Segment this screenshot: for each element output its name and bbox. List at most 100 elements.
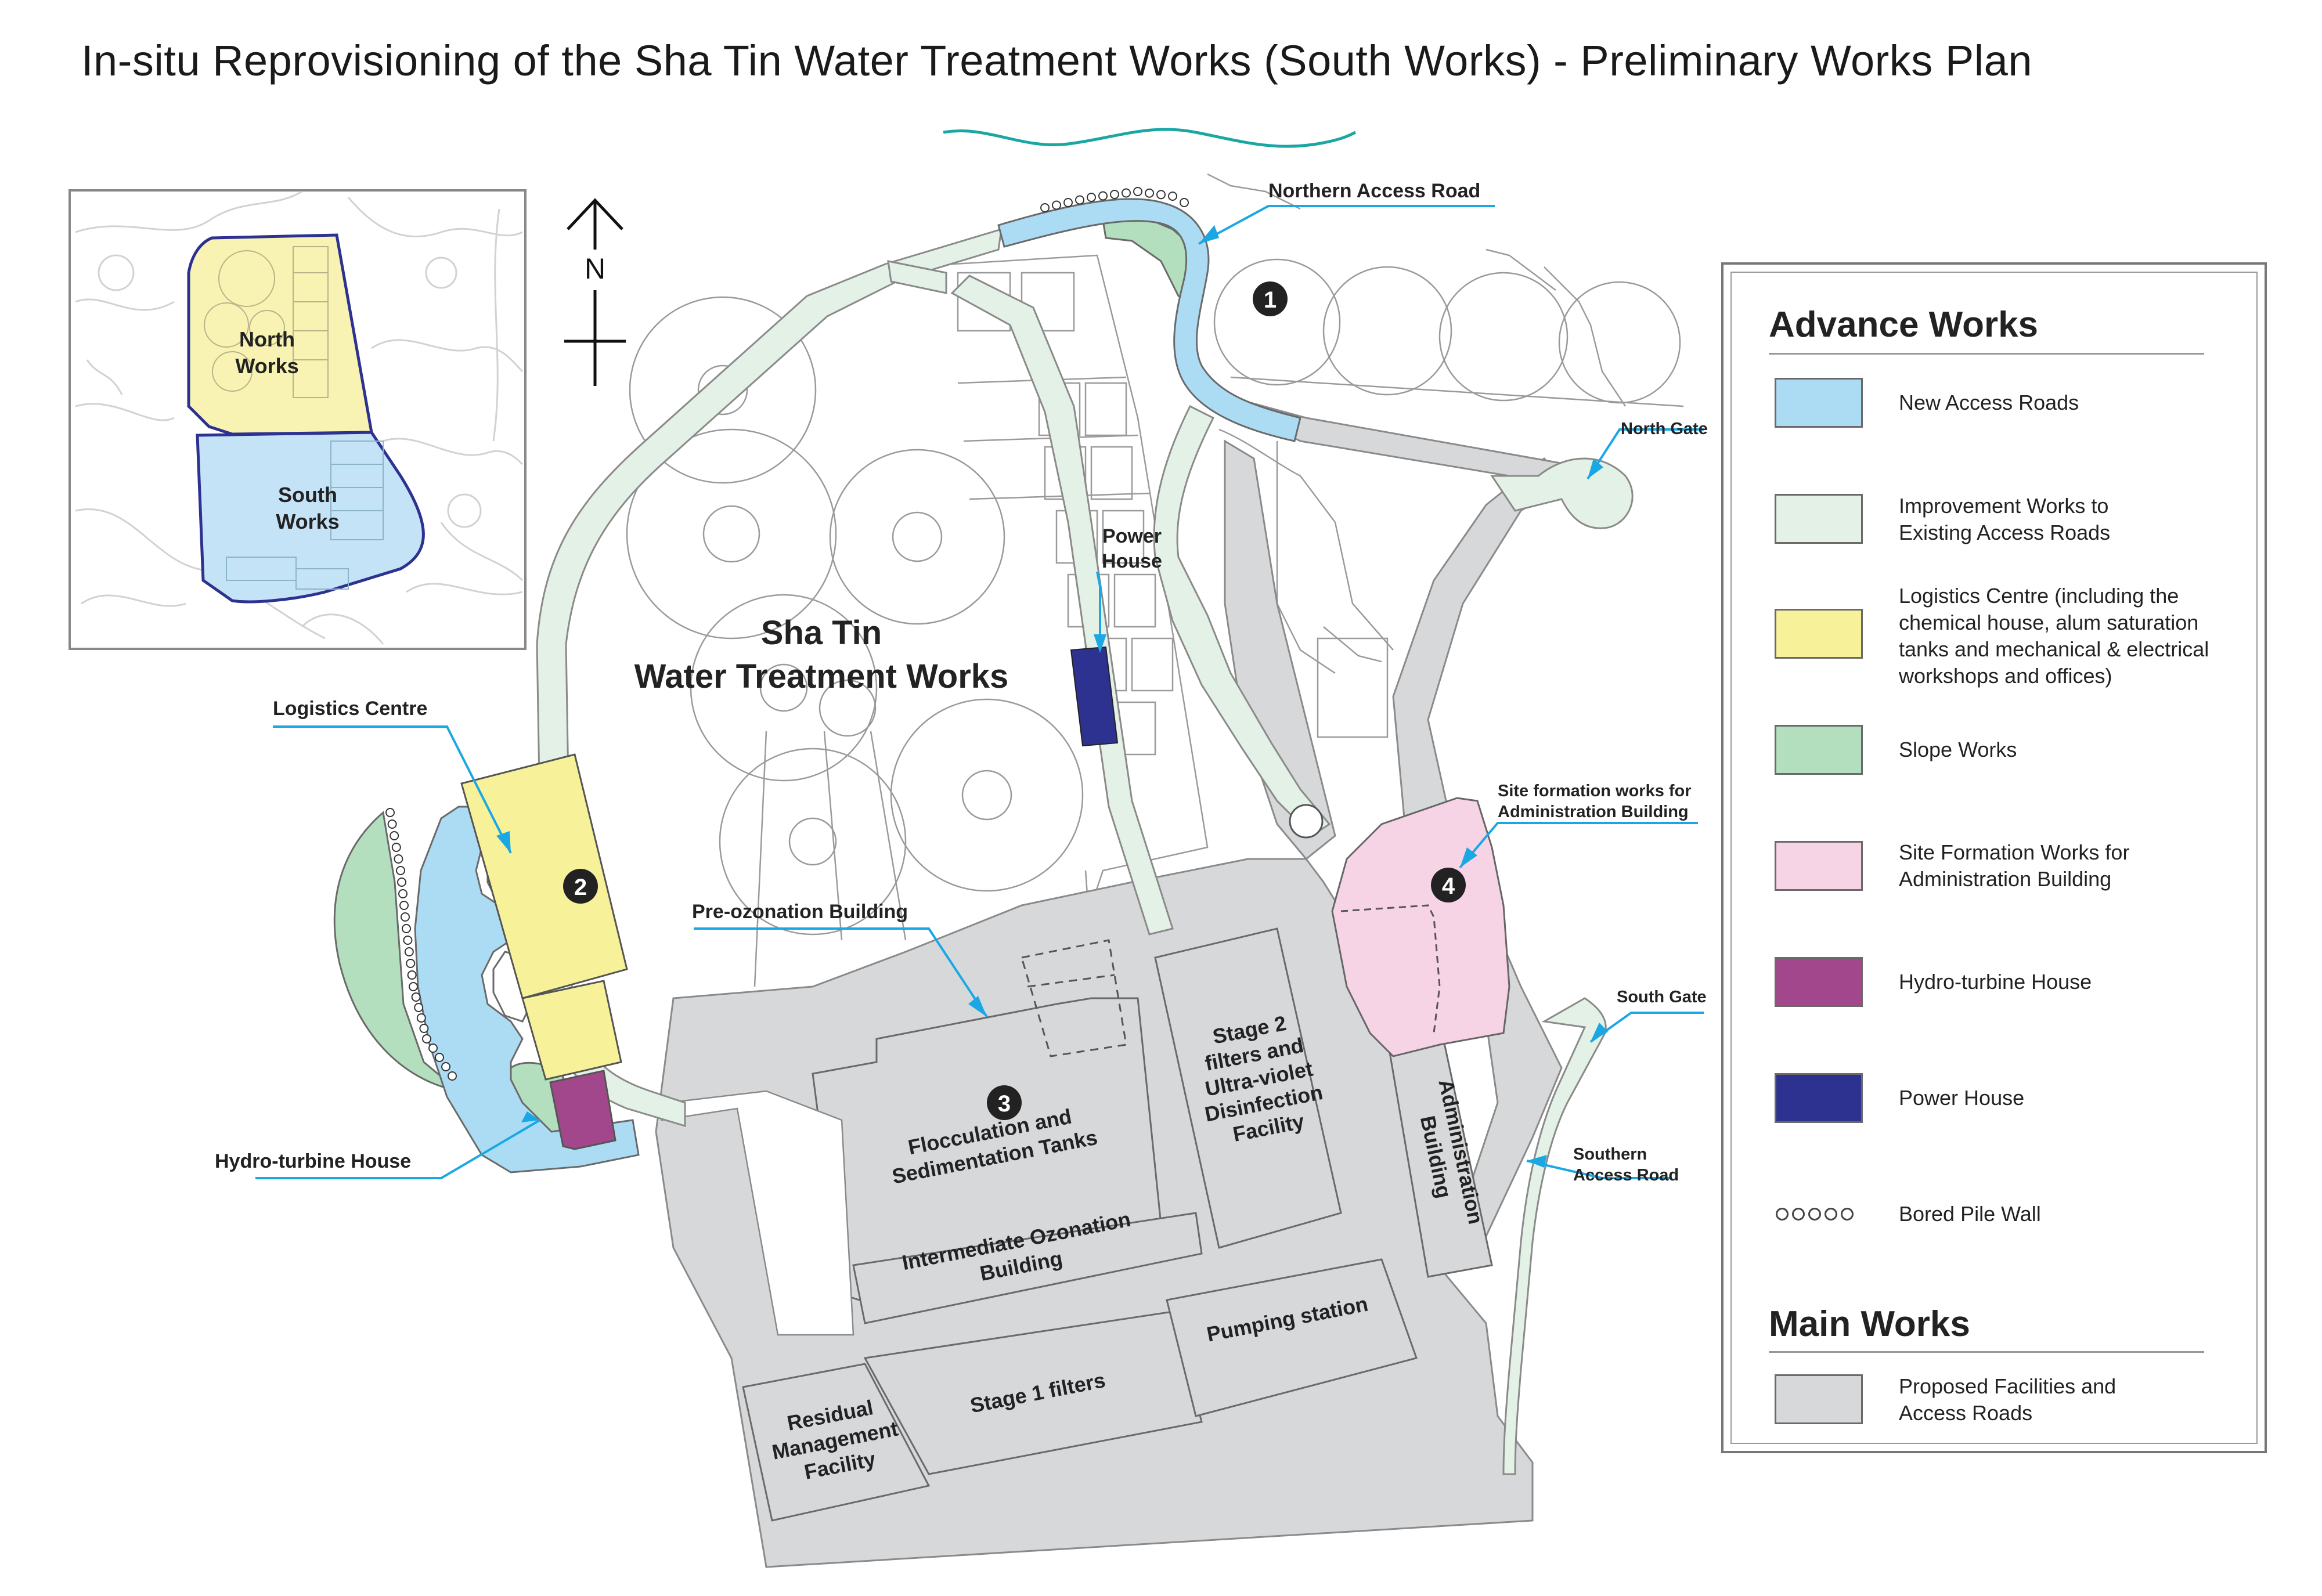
southern-access-road-label-1: Southern: [1573, 1145, 1647, 1164]
bored-pile: [1063, 198, 1073, 207]
bored-pile: [414, 1003, 424, 1012]
bored-pile: [1110, 190, 1119, 199]
inset-south-works-label-2: Works: [276, 510, 339, 533]
inset-south-works-label: South: [278, 483, 337, 507]
bored-pile: [397, 878, 406, 887]
roundabout: [1289, 804, 1324, 839]
legend-main-works-heading: Main Works: [1769, 1304, 1970, 1344]
legend-label-power-house: Power House: [1899, 1086, 2025, 1110]
legend-swatch-power-house: [1775, 1073, 1863, 1123]
flocculation-block: [812, 997, 1162, 1301]
legend-swatch-new-access-roads: [1775, 378, 1863, 428]
bored-pile: [394, 854, 403, 864]
bored-pile: [391, 843, 401, 852]
bored-pile: [428, 1043, 438, 1053]
svg-text:4: 4: [1442, 873, 1455, 899]
map-legend: Advance Works New Access Roads Improveme…: [1721, 262, 2267, 1453]
callout-leader-lines: [255, 205, 1704, 1179]
bored-pile: [1052, 200, 1061, 210]
bored-pile: [411, 992, 421, 1002]
legend-advance-works-heading: Advance Works: [1769, 305, 2039, 345]
legend-bored-pile-wall-icon: [1776, 1208, 1854, 1221]
southern-access-road-label-2: Access Road: [1573, 1166, 1679, 1185]
north-arrow-label: N: [585, 252, 605, 285]
northern-access-road-label: Northern Access Road: [1268, 180, 1480, 202]
power-house-label-1: Power: [1102, 525, 1162, 547]
bored-pile: [407, 970, 417, 980]
bored-pile: [398, 889, 408, 898]
bored-pile: [448, 1071, 457, 1081]
residual-block: [742, 1363, 931, 1522]
marker-2: 2: [563, 869, 598, 904]
legend-divider-main: [1769, 1351, 2204, 1353]
bored-pile: [435, 1053, 444, 1062]
legend-label-hydro-turbine-house: Hydro-turbine House: [1899, 970, 2092, 994]
bored-pile: [401, 912, 410, 922]
bored-pile: [1180, 198, 1189, 207]
legend-swatch-slope-works: [1775, 725, 1863, 775]
inset-north-works-label: North: [239, 327, 295, 351]
main-works-title-line2: Water Treatment Works: [634, 658, 1009, 695]
north-arrow-icon: [564, 198, 626, 386]
page-title: In-situ Reprovisioning of the Sha Tin Wa…: [81, 37, 2032, 85]
bored-pile: [1075, 195, 1084, 205]
bored-pile: [1122, 188, 1131, 198]
bored-pile: [404, 947, 414, 956]
north-works-tanks: [1213, 258, 1684, 407]
bored-pile: [1156, 190, 1166, 200]
north-gate-label: North Gate: [1621, 420, 1708, 438]
stage1-block: [863, 1310, 1203, 1475]
legend-swatch-site-formation: [1775, 841, 1863, 891]
bored-pile: [1040, 203, 1050, 212]
bored-pile: [1145, 188, 1154, 198]
callout-arrowheads: [496, 225, 1608, 1168]
legend-label-slope-works: Slope Works: [1899, 738, 2017, 761]
legend-label-new-access-roads: New Access Roads: [1899, 391, 2079, 414]
legend-swatch-proposed-facilities: [1775, 1374, 1863, 1424]
bored-pile: [1168, 192, 1177, 201]
intermediate-ozonation-block: [852, 1212, 1203, 1324]
site-formation-label-2: Administration Building: [1498, 803, 1689, 821]
svg-text:1: 1: [1264, 287, 1277, 313]
site-formation-label-1: Site formation works for: [1498, 782, 1692, 800]
logistics-centre: [460, 753, 628, 1081]
bored-pile: [387, 819, 397, 829]
legend-swatch-improvement-works: [1775, 494, 1863, 544]
bored-pile: [396, 866, 405, 875]
bored-pile: [1098, 191, 1108, 201]
main-works-title-line1: Sha Tin: [761, 614, 882, 652]
legend-label-bored-pile-wall: Bored Pile Wall: [1899, 1202, 2041, 1226]
bored-pile: [406, 959, 416, 968]
bored-pile: [409, 982, 418, 991]
inset-north-works-label-2: Works: [235, 354, 298, 378]
improvement-works-roads: [536, 228, 1634, 1475]
logistics-centre-label: Logistics Centre: [273, 698, 427, 720]
main-works-blocks: [742, 927, 1493, 1522]
svg-text:2: 2: [574, 875, 587, 900]
pre-ozonation-label: Pre-ozonation Building: [692, 901, 908, 923]
pre-ozonation-outline: [1021, 939, 1127, 1057]
bored-pile-walls: [385, 187, 1189, 1081]
legend-swatch-logistics-centre: [1775, 609, 1863, 659]
hydro-turbine-house: [549, 1070, 616, 1150]
bored-pile: [441, 1062, 450, 1071]
marker-1: 1: [1253, 281, 1288, 316]
legend-swatch-hydro-turbine-house: [1775, 957, 1863, 1007]
pumping-block: [1166, 1258, 1418, 1417]
river-wave-line: [943, 128, 1357, 148]
bored-pile: [1087, 193, 1096, 202]
marker-4: 4: [1431, 868, 1466, 902]
marker-3: 3: [987, 1085, 1022, 1120]
inset-south-works-area: [196, 431, 425, 604]
svg-text:3: 3: [998, 1091, 1011, 1117]
stage2-block: [1154, 927, 1342, 1249]
bored-pile: [416, 1013, 426, 1023]
power-house: [1070, 646, 1119, 747]
legend-divider: [1769, 353, 2204, 355]
bored-pile: [1133, 187, 1142, 196]
